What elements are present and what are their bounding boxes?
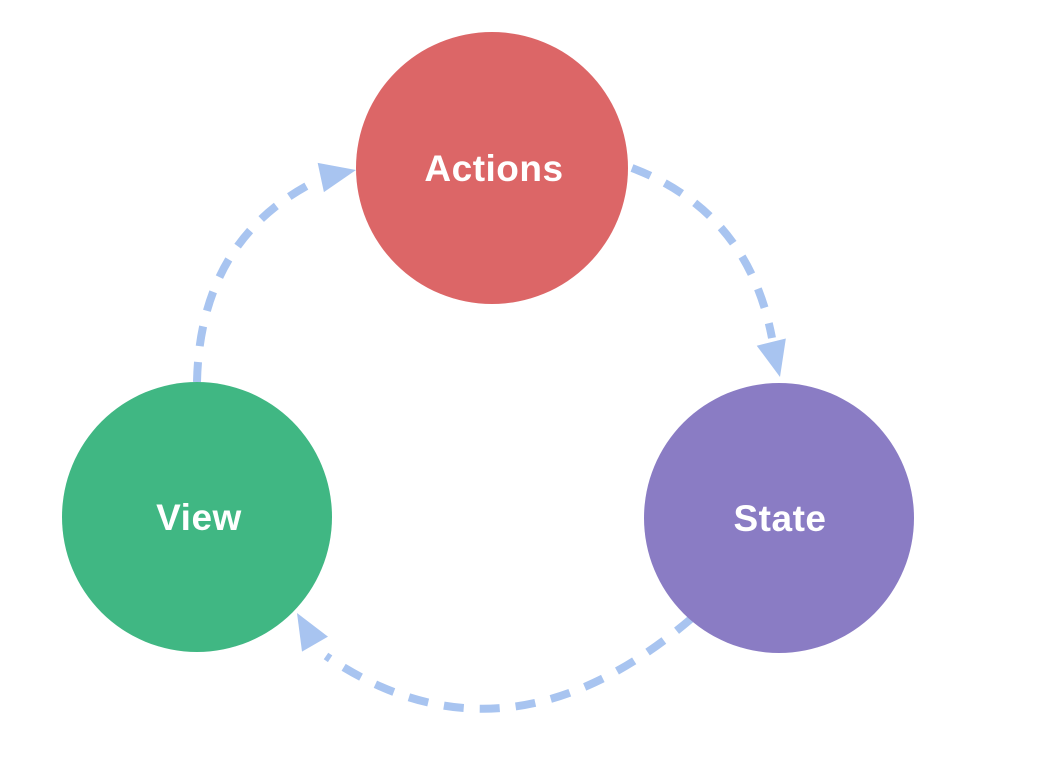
arrow-view-to-actions — [193, 175, 322, 383]
node-actions: Actions — [356, 32, 628, 304]
actions-label: Actions — [424, 148, 563, 189]
arrowhead-actions-to-state-icon — [756, 338, 786, 377]
state-label: State — [734, 498, 827, 539]
edge-state-to-view — [297, 613, 695, 713]
actions-circle — [356, 32, 628, 304]
arrowhead-state-to-view-icon — [297, 613, 328, 652]
view-label: View — [156, 497, 242, 538]
state-circle — [644, 383, 914, 653]
arrow-state-to-view — [323, 614, 695, 713]
view-circle — [62, 382, 332, 652]
arrowhead-view-to-actions-icon — [317, 162, 356, 193]
node-view: View — [62, 382, 332, 652]
edge-view-to-actions — [193, 162, 356, 383]
node-state: State — [644, 383, 914, 653]
edge-actions-to-state — [630, 164, 786, 377]
arrow-actions-to-state — [630, 164, 776, 339]
